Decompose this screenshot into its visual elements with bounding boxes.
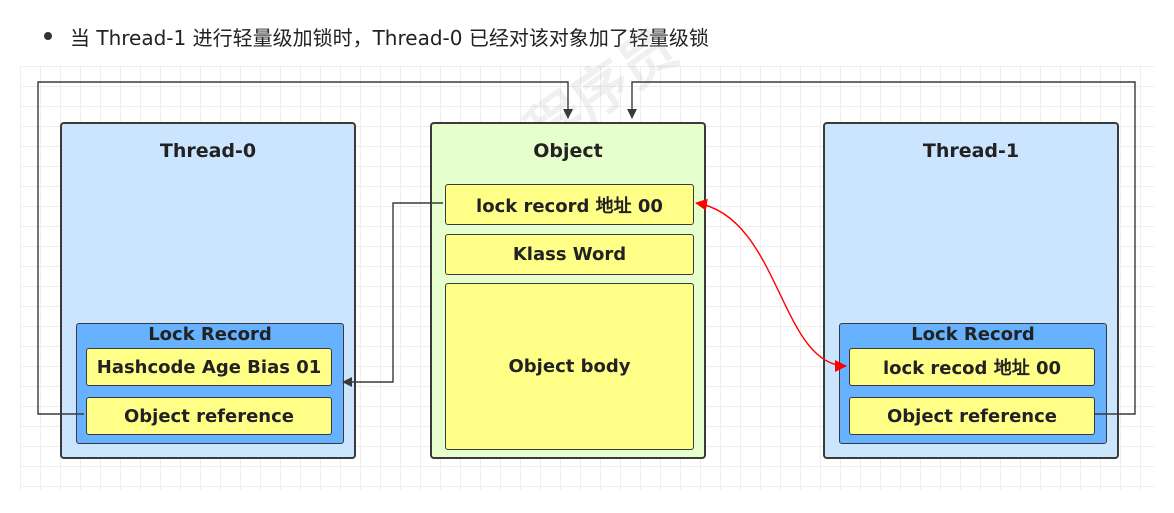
- markword-to-lock-record-connector: [342, 202, 443, 387]
- thread1-frame: Thread-1 Lock Record lock recod 地址 00 Ob…: [823, 122, 1119, 459]
- object-body: Object body: [445, 283, 694, 450]
- thread1-mark-word-slot: lock recod 地址 00: [849, 348, 1095, 386]
- thread1-lock-record: Lock Record lock recod 地址 00 Object refe…: [839, 323, 1107, 444]
- thread0-lock-record: Lock Record Hashcode Age Bias 01 Object …: [76, 323, 344, 444]
- object-title: Object: [533, 140, 603, 162]
- thread1-lock-record-title: Lock Record: [911, 324, 1035, 345]
- thread0-object-reference: Object reference: [86, 397, 332, 435]
- thread0-mark-word-slot: Hashcode Age Bias 01: [86, 348, 332, 386]
- thread1-title: Thread-1: [922, 140, 1020, 162]
- caption-line: 当 Thread-1 进行轻量级加锁时，Thread-0 已经对该对象加了轻量级…: [44, 18, 709, 54]
- thread0-frame: Thread-0 Lock Record Hashcode Age Bias 0…: [60, 122, 356, 459]
- object-frame: Object lock record 地址 00 Klass Word Obje…: [430, 122, 706, 459]
- thread1-object-reference: Object reference: [849, 397, 1095, 435]
- caption-text: 当 Thread-1 进行轻量级加锁时，Thread-0 已经对该对象加了轻量级…: [70, 25, 709, 50]
- thread0-title: Thread-0: [159, 140, 257, 162]
- object-mark-word: lock record 地址 00: [445, 184, 694, 225]
- diagram-canvas: 黑马程序员 Thread-0 Lock Record Hashcode Age …: [20, 16, 1154, 490]
- bullet-icon: [44, 32, 52, 40]
- object-klass-word: Klass Word: [445, 234, 694, 275]
- thread0-lock-record-title: Lock Record: [148, 324, 272, 345]
